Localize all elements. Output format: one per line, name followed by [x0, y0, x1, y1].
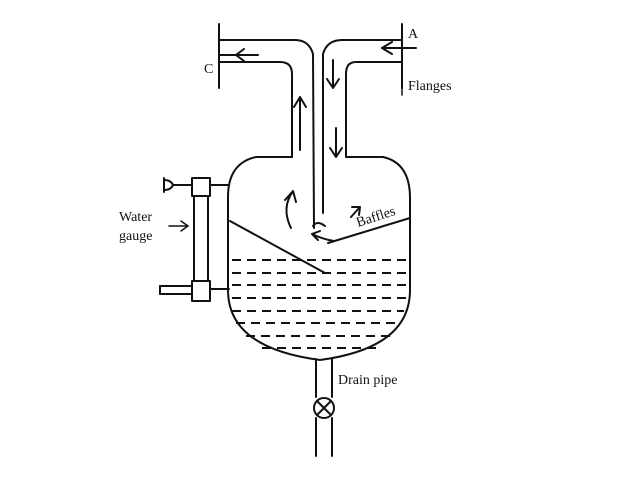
baffles [229, 217, 411, 274]
drain-pipe [315, 358, 333, 457]
water-gauge-leader [168, 220, 190, 232]
drain-pipe-label: Drain pipe [338, 373, 397, 388]
baffles-label: Baffles [355, 204, 398, 231]
water-gauge [159, 177, 230, 302]
outlet-flow-arrow [219, 48, 259, 62]
inlet-label: A [408, 27, 419, 42]
flanges-label: Flanges [408, 79, 452, 94]
water-gauge-label-line2: gauge [119, 229, 152, 244]
water-level [232, 259, 406, 349]
outlet-label: C [204, 62, 213, 77]
vessel-body [227, 156, 411, 361]
drain-valve-icon [313, 397, 335, 419]
water-gauge-label-line1: Water [119, 210, 152, 225]
outlet-pipe-c [218, 23, 315, 229]
flow-arrows [284, 59, 361, 242]
inlet-flow-arrow [381, 41, 417, 55]
inlet-pipe-a [322, 23, 417, 214]
